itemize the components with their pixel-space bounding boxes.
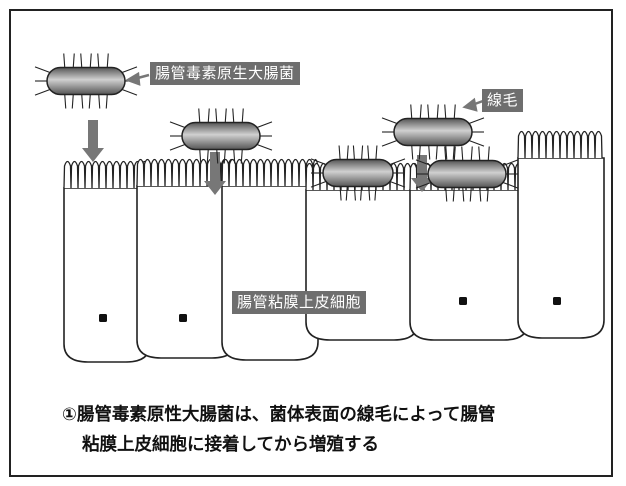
pili xyxy=(381,104,485,160)
bacterium-body xyxy=(427,159,507,189)
bacterium-label: 腸管毒素原生大腸菌 xyxy=(150,62,300,85)
arrow xyxy=(82,120,104,162)
epithelial-cell xyxy=(517,130,605,339)
arrow xyxy=(411,155,433,192)
bacterium-body xyxy=(181,121,261,151)
bacteria xyxy=(34,53,519,202)
caption-line-2: 粘膜上皮細胞に接着してから増殖する xyxy=(82,435,379,455)
microvilli xyxy=(517,130,603,159)
bacterium-body xyxy=(46,66,126,96)
arrow xyxy=(204,152,226,195)
microvilli xyxy=(63,160,149,189)
epithelial-cell xyxy=(221,158,319,361)
bacterium xyxy=(415,146,519,202)
arrows xyxy=(82,120,433,195)
nucleus xyxy=(99,314,107,322)
pili xyxy=(34,53,138,109)
nucleus xyxy=(459,297,467,305)
epithelium-label: 腸管粘膜上皮細胞 xyxy=(232,291,367,314)
pili xyxy=(310,145,406,201)
epithelial-cell xyxy=(136,158,237,359)
epithelial-cell xyxy=(409,162,529,341)
bacterium-body xyxy=(322,158,394,188)
nucleus xyxy=(179,314,187,322)
caption: ①腸管毒素原性大腸菌は、菌体表面の線毛によって腸管 粘膜上皮細胞に接着してから増… xyxy=(62,400,602,460)
microvilli xyxy=(221,158,319,187)
epithelial-cells xyxy=(63,130,605,363)
bacterium xyxy=(381,104,485,160)
nucleus xyxy=(553,297,561,305)
caption-line-1: ①腸管毒素原性大腸菌は、菌体表面の線毛によって腸管 xyxy=(62,405,496,425)
bacterium xyxy=(34,53,138,109)
bacterium xyxy=(169,108,273,164)
pili-label: 線毛 xyxy=(482,89,524,112)
pili xyxy=(415,146,519,202)
label-pointers xyxy=(125,71,484,112)
bacterium-body xyxy=(393,117,473,147)
bacterium xyxy=(310,145,406,201)
